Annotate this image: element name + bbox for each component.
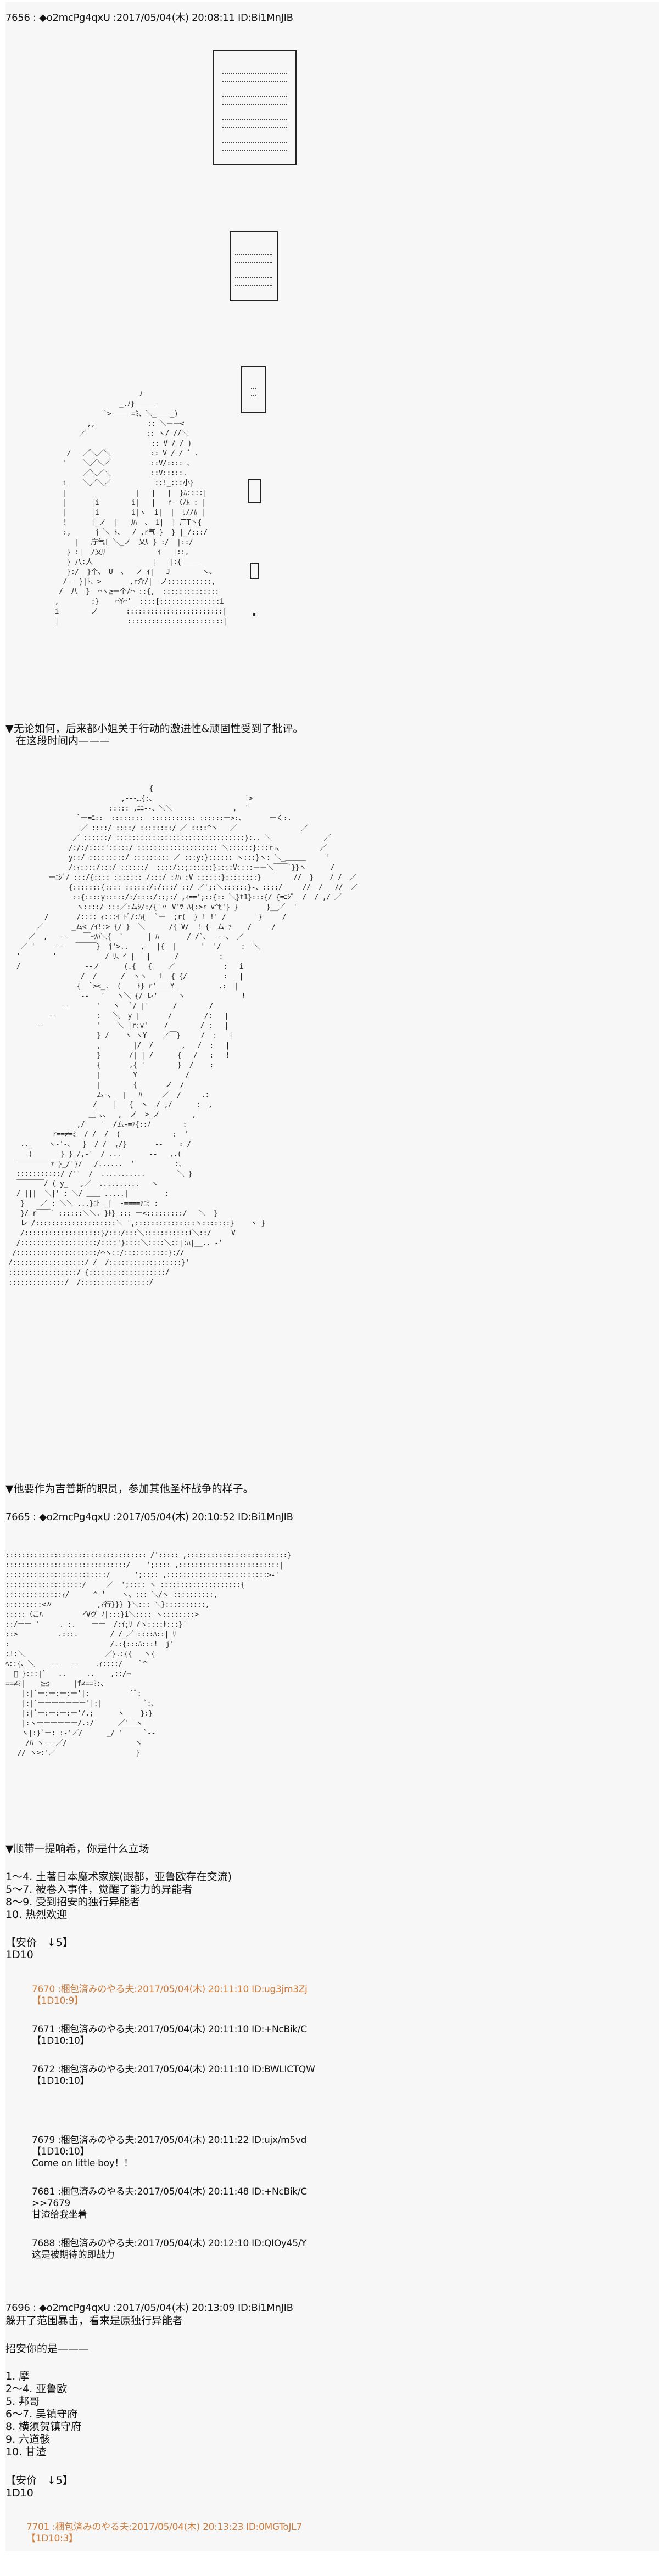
anchor-text: 【安价 ↓5】	[5, 2474, 74, 2487]
reply-header: 7701 :梱包済みのやる夫:2017/05/04(木) 20:13:23 ID…	[26, 2522, 302, 2533]
shrinking-dot	[253, 613, 255, 616]
shrinking-box-1	[213, 50, 297, 165]
reply-anchor-link[interactable]: >>7679	[32, 2198, 70, 2209]
reply-header: 7688 :梱包済みのやる夫:2017/05/04(木) 20:12:10 ID…	[32, 2238, 307, 2249]
reply-body: 这是被期待的即战力	[32, 2249, 115, 2260]
option-line: 5. 邦哥	[5, 2395, 40, 2408]
option-line: 1. 摩	[5, 2370, 30, 2382]
ascii-art-character-1: ﾉ _.ﾉ}＿＿＿- `>―――――=ﾐ、＼_＿＿_) ,, :: ＼ーー< ／…	[54, 390, 228, 626]
reply-body: 甘渣给我坐着	[32, 2209, 87, 2220]
narration-line: ▼他要作为吉普斯的职员，参加其他圣杯战争的样子。	[5, 1483, 254, 1495]
shrinking-box-5	[250, 563, 259, 579]
post-line: 招安你的是———	[5, 2343, 90, 2355]
shrinking-box-3	[241, 366, 266, 413]
question-text: ▼顺带一提响希，你是什么立场	[5, 1843, 149, 1855]
shrinking-box-2	[230, 231, 278, 301]
option-line: 10. 甘渣	[5, 2446, 47, 2458]
option-line: 6～7. 吴镇守府	[5, 2408, 78, 2420]
reply-body: 【1D10:9】	[32, 1995, 83, 2006]
option-line: 5～7. 被卷入事件，觉醒了能力的异能者	[5, 1883, 193, 1896]
reply-header: 7681 :梱包済みのやる夫:2017/05/04(木) 20:11:48 ID…	[32, 2186, 307, 2197]
anchor-text: 【安价 ↓5】	[5, 1937, 74, 1949]
dice-text: 1D10	[5, 1949, 33, 1961]
narration-line: 在这段时间内———	[5, 735, 110, 747]
shrinking-box-4	[248, 479, 261, 503]
option-line: 9. 六道骸	[5, 2433, 51, 2445]
option-line: 8. 横须贺镇守府	[5, 2421, 82, 2433]
reply-header: 7670 :梱包済みのやる夫:2017/05/04(木) 20:11:10 ID…	[32, 1984, 308, 1995]
reply-body: 【1D10:10】	[32, 2146, 90, 2157]
option-line: 2～4. 亚鲁欧	[5, 2383, 68, 2395]
reply-body: 【1D10:3】	[26, 2533, 78, 2544]
post-line: 躲开了范围暴击，看来是原独行异能者	[5, 2315, 183, 2327]
option-line: 1～4. 土著日本魔术家族(跟都，亚鲁欧存在交流)	[5, 1871, 232, 1883]
dice-text: 1D10	[5, 2487, 33, 2499]
reply-body: 【1D10:10】	[32, 2035, 90, 2046]
post-header: 7696 : ◆o2mcPg4qxU :2017/05/04(木) 20:13:…	[5, 2302, 293, 2314]
ascii-art-character-3: ::::::::::::::::::::::::::::::::::: /'::…	[5, 1551, 292, 1757]
reply-header: 7671 :梱包済みのやる夫:2017/05/04(木) 20:11:10 ID…	[32, 2024, 307, 2035]
reply-header: 7679 :梱包済みのやる夫:2017/05/04(木) 20:11:22 ID…	[32, 2135, 307, 2146]
ascii-art-character-2: { ,-‐-…{:、 ´> ::::: ,ﾆﾆ‐-、＼＼ , ' `ー=ﾆ:: …	[8, 785, 358, 1287]
thread-page: 7656 : ◆o2mcPg4qxU :2017/05/04(木) 20:08:…	[5, 2, 659, 2551]
option-line: 10. 热烈欢迎	[5, 1909, 68, 1921]
reply-body: 【1D10:10】	[32, 2076, 90, 2086]
post-header: 7656 : ◆o2mcPg4qxU :2017/05/04(木) 20:08:…	[5, 12, 293, 24]
option-line: 8～9. 受到招安的独行异能者	[5, 1896, 141, 1908]
reply-body: Come on little boy！！	[32, 2158, 133, 2169]
narration-line: ▼无论如何，后来都小姐关于行动的激进性&顽固性受到了批评。	[5, 723, 304, 735]
reply-header: 7672 :梱包済みのやる夫:2017/05/04(木) 20:11:10 ID…	[32, 2064, 315, 2075]
post-header: 7665 : ◆o2mcPg4qxU :2017/05/04(木) 20:10:…	[5, 1511, 293, 1523]
